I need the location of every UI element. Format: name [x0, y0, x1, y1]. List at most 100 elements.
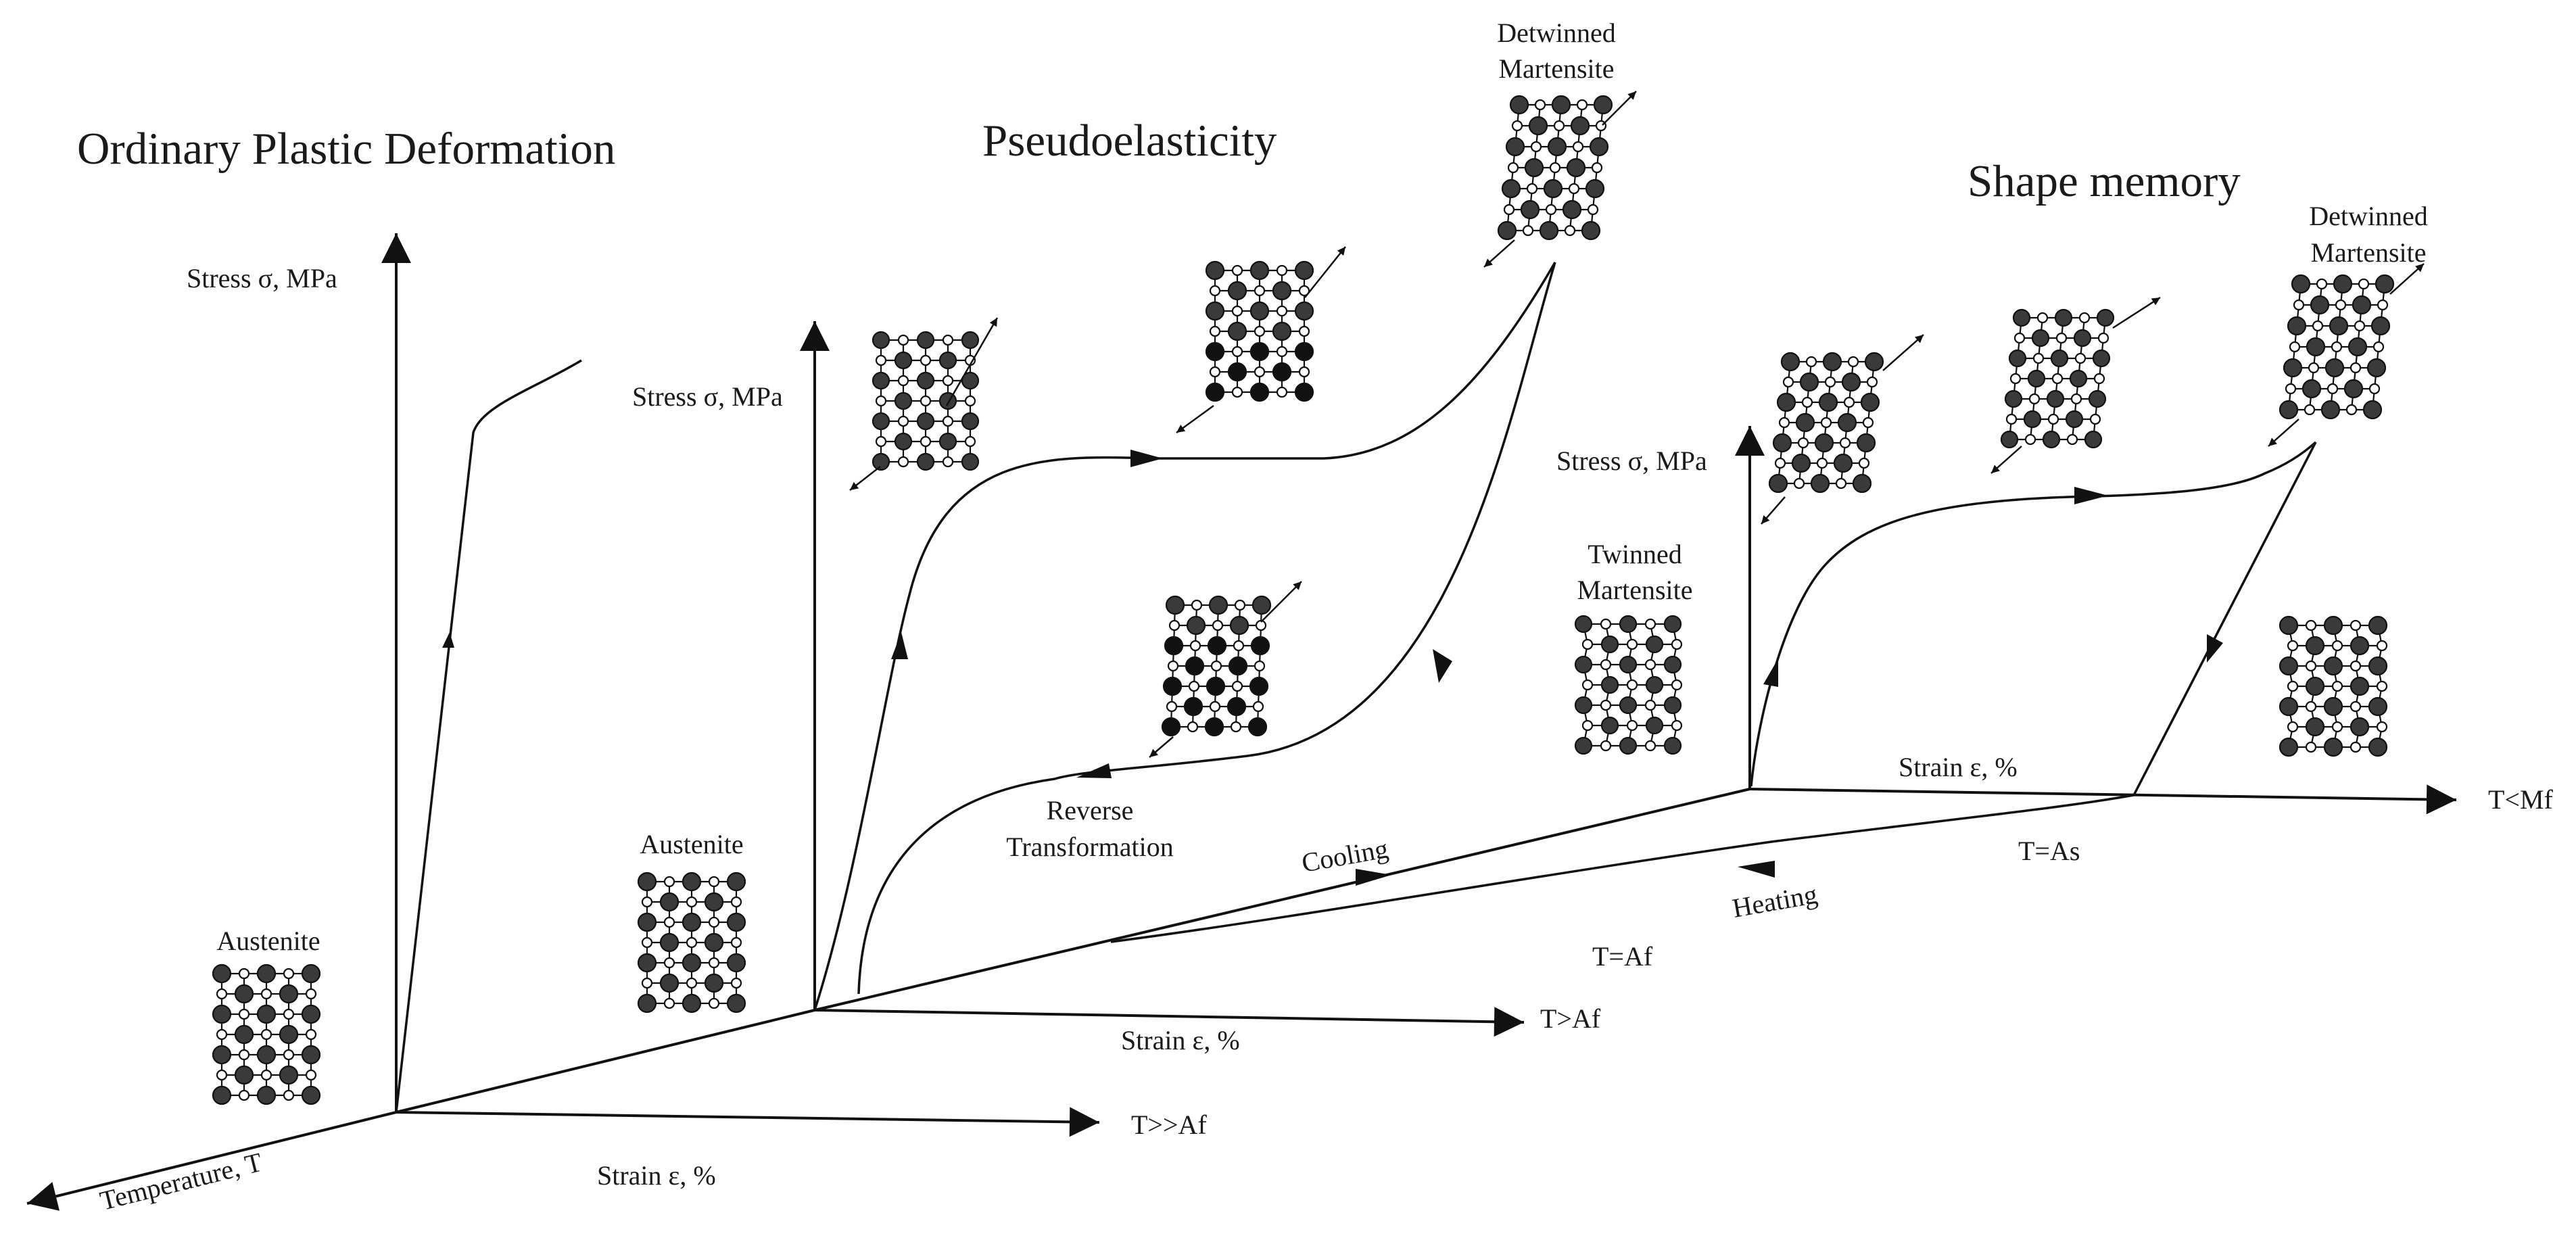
detwinned-label-sm-2: Martensite — [2310, 237, 2426, 268]
lattice-atom-large — [894, 391, 913, 410]
lattice-atom-large — [1509, 95, 1529, 115]
lattice-atom-small — [1298, 325, 1310, 337]
lattice-atom-large — [2283, 358, 2303, 378]
lattice-atom-small — [1212, 619, 1224, 631]
lattice-atom-small — [2305, 619, 2317, 631]
lattice-atom-large — [256, 963, 277, 984]
lattice-atom-large — [659, 892, 679, 912]
lattice-atom-small — [1254, 660, 1266, 672]
lattice-atom-small — [1276, 305, 1288, 317]
lattice-atom-large — [1663, 696, 1682, 715]
lattice-atom-large — [1776, 392, 1796, 412]
lattice-atom-large — [301, 963, 321, 984]
twinned-label-1: Twinned — [1588, 539, 1681, 569]
lattice-atom-small — [2312, 320, 2324, 332]
lattice-atom-small — [2009, 373, 2022, 385]
condition-t-below-mf: T<Mf — [2488, 784, 2554, 815]
lattice-atom-small — [1276, 264, 1288, 277]
lattice-atom-large — [961, 412, 980, 431]
lattice-atom-small — [1816, 457, 1828, 469]
lattice-atom-large — [2320, 400, 2341, 420]
lattice-atom-large — [1663, 655, 1682, 674]
lattice-atom-small — [1847, 356, 1859, 368]
lattice-atom-large — [1645, 716, 1664, 735]
lattice-atom-small — [2354, 320, 2366, 332]
lattice-atom-small — [942, 456, 954, 468]
lattice-atom-small — [2345, 404, 2358, 416]
lattice-atom-small — [1209, 285, 1221, 297]
lattice-atom-small — [1189, 640, 1201, 652]
lattice-atom-large — [1520, 199, 1540, 220]
lattice-atom-small — [2376, 680, 2388, 692]
lattice-atom-large — [2046, 389, 2065, 408]
lattice-atom-large — [1841, 372, 1861, 392]
austenite-label-pseudo: Austenite — [640, 829, 743, 859]
lattice-atom-large — [1619, 736, 1638, 755]
lattice-atom-small — [1234, 599, 1246, 611]
lattice-atom-large — [1566, 158, 1586, 178]
lattice-atom-small — [2305, 700, 2317, 713]
lattice-atom-large — [1589, 137, 1609, 157]
lattice-atom-large — [301, 1045, 321, 1065]
lattice-atom-small — [2376, 721, 2388, 733]
lattice-atom-large — [1250, 636, 1270, 656]
lattice-atom-small — [1166, 700, 1178, 713]
lattice-atom-large — [1570, 116, 1590, 136]
lattice-atom-large — [682, 993, 702, 1014]
lattice-atom-large — [704, 973, 724, 993]
lattice-atom-large — [256, 1004, 277, 1024]
lattice-atom-small — [260, 988, 272, 1000]
lattice-atom-large — [1247, 717, 1268, 737]
lattice-atom-large — [1810, 473, 1830, 494]
lattice-atom-small — [260, 1069, 272, 1081]
lattice-atom-large — [2301, 379, 2322, 399]
lattice-atom-large — [2370, 316, 2391, 336]
lattice-atom-small — [1233, 640, 1245, 652]
lattice-atom-large — [2305, 636, 2325, 656]
lattice-atom-large — [894, 351, 913, 370]
lattice-atom-small — [1230, 721, 1242, 733]
lattice-atom-small — [1576, 99, 1588, 111]
condition-t-eq-af: T=Af — [1592, 941, 1653, 972]
lattice-atom-large — [2305, 676, 2325, 696]
lattice-atom-large — [1249, 260, 1270, 281]
lattice-atom-large — [256, 1045, 277, 1065]
lattice-atom-small — [2005, 413, 2018, 425]
lattice-atom-large — [2368, 656, 2388, 676]
lattice-atom-small — [1774, 457, 1786, 469]
lattice-atom-large — [212, 1085, 232, 1105]
lattice-atom-small — [283, 968, 295, 980]
lattice-atom-large — [2279, 656, 2299, 676]
lattice-atom-large — [916, 371, 935, 390]
lattice-atom-large — [659, 932, 679, 953]
lattice-atom-small — [2032, 352, 2045, 364]
lattice-atom-small — [1568, 183, 1580, 195]
lattice-atom-small — [2024, 433, 2036, 446]
lattice-atom-small — [730, 936, 742, 949]
lattice-atom-small — [1553, 120, 1565, 132]
lattice-atom-small — [1671, 638, 1683, 650]
stress-label-pseudo: Stress σ, MPa — [632, 381, 783, 412]
lattice-atom-small — [1644, 740, 1656, 752]
lattice-atom-large — [301, 1085, 321, 1105]
lattice-atom-large — [1186, 615, 1206, 636]
lattice-atom-small — [1591, 162, 1603, 174]
lattice-atom-small — [1187, 721, 1199, 733]
lattice-atom-small — [708, 997, 720, 1009]
detwinned-label-pseudo-1: Detwinned — [1497, 18, 1616, 48]
lattice-atom-large — [2050, 349, 2069, 368]
lattice-atom-large — [212, 963, 232, 984]
lattice-atom-small — [260, 1028, 272, 1041]
lattice-atom-small — [1600, 740, 1612, 752]
lattice-atom-large — [1208, 595, 1229, 615]
stress-label-plastic: Stress σ, MPa — [187, 263, 337, 293]
lattice-atom-large — [2323, 615, 2343, 636]
lattice-atom-small — [1820, 416, 1832, 429]
lattice-atom-large — [1205, 301, 1225, 321]
lattice-atom-small — [1644, 699, 1656, 711]
lattice-atom-large — [1600, 635, 1619, 654]
lattice-atom-small — [2051, 373, 2064, 385]
lattice-atom-small — [897, 375, 909, 387]
lattice-atom-large — [2350, 717, 2370, 737]
lattice-atom-large — [1663, 615, 1682, 634]
